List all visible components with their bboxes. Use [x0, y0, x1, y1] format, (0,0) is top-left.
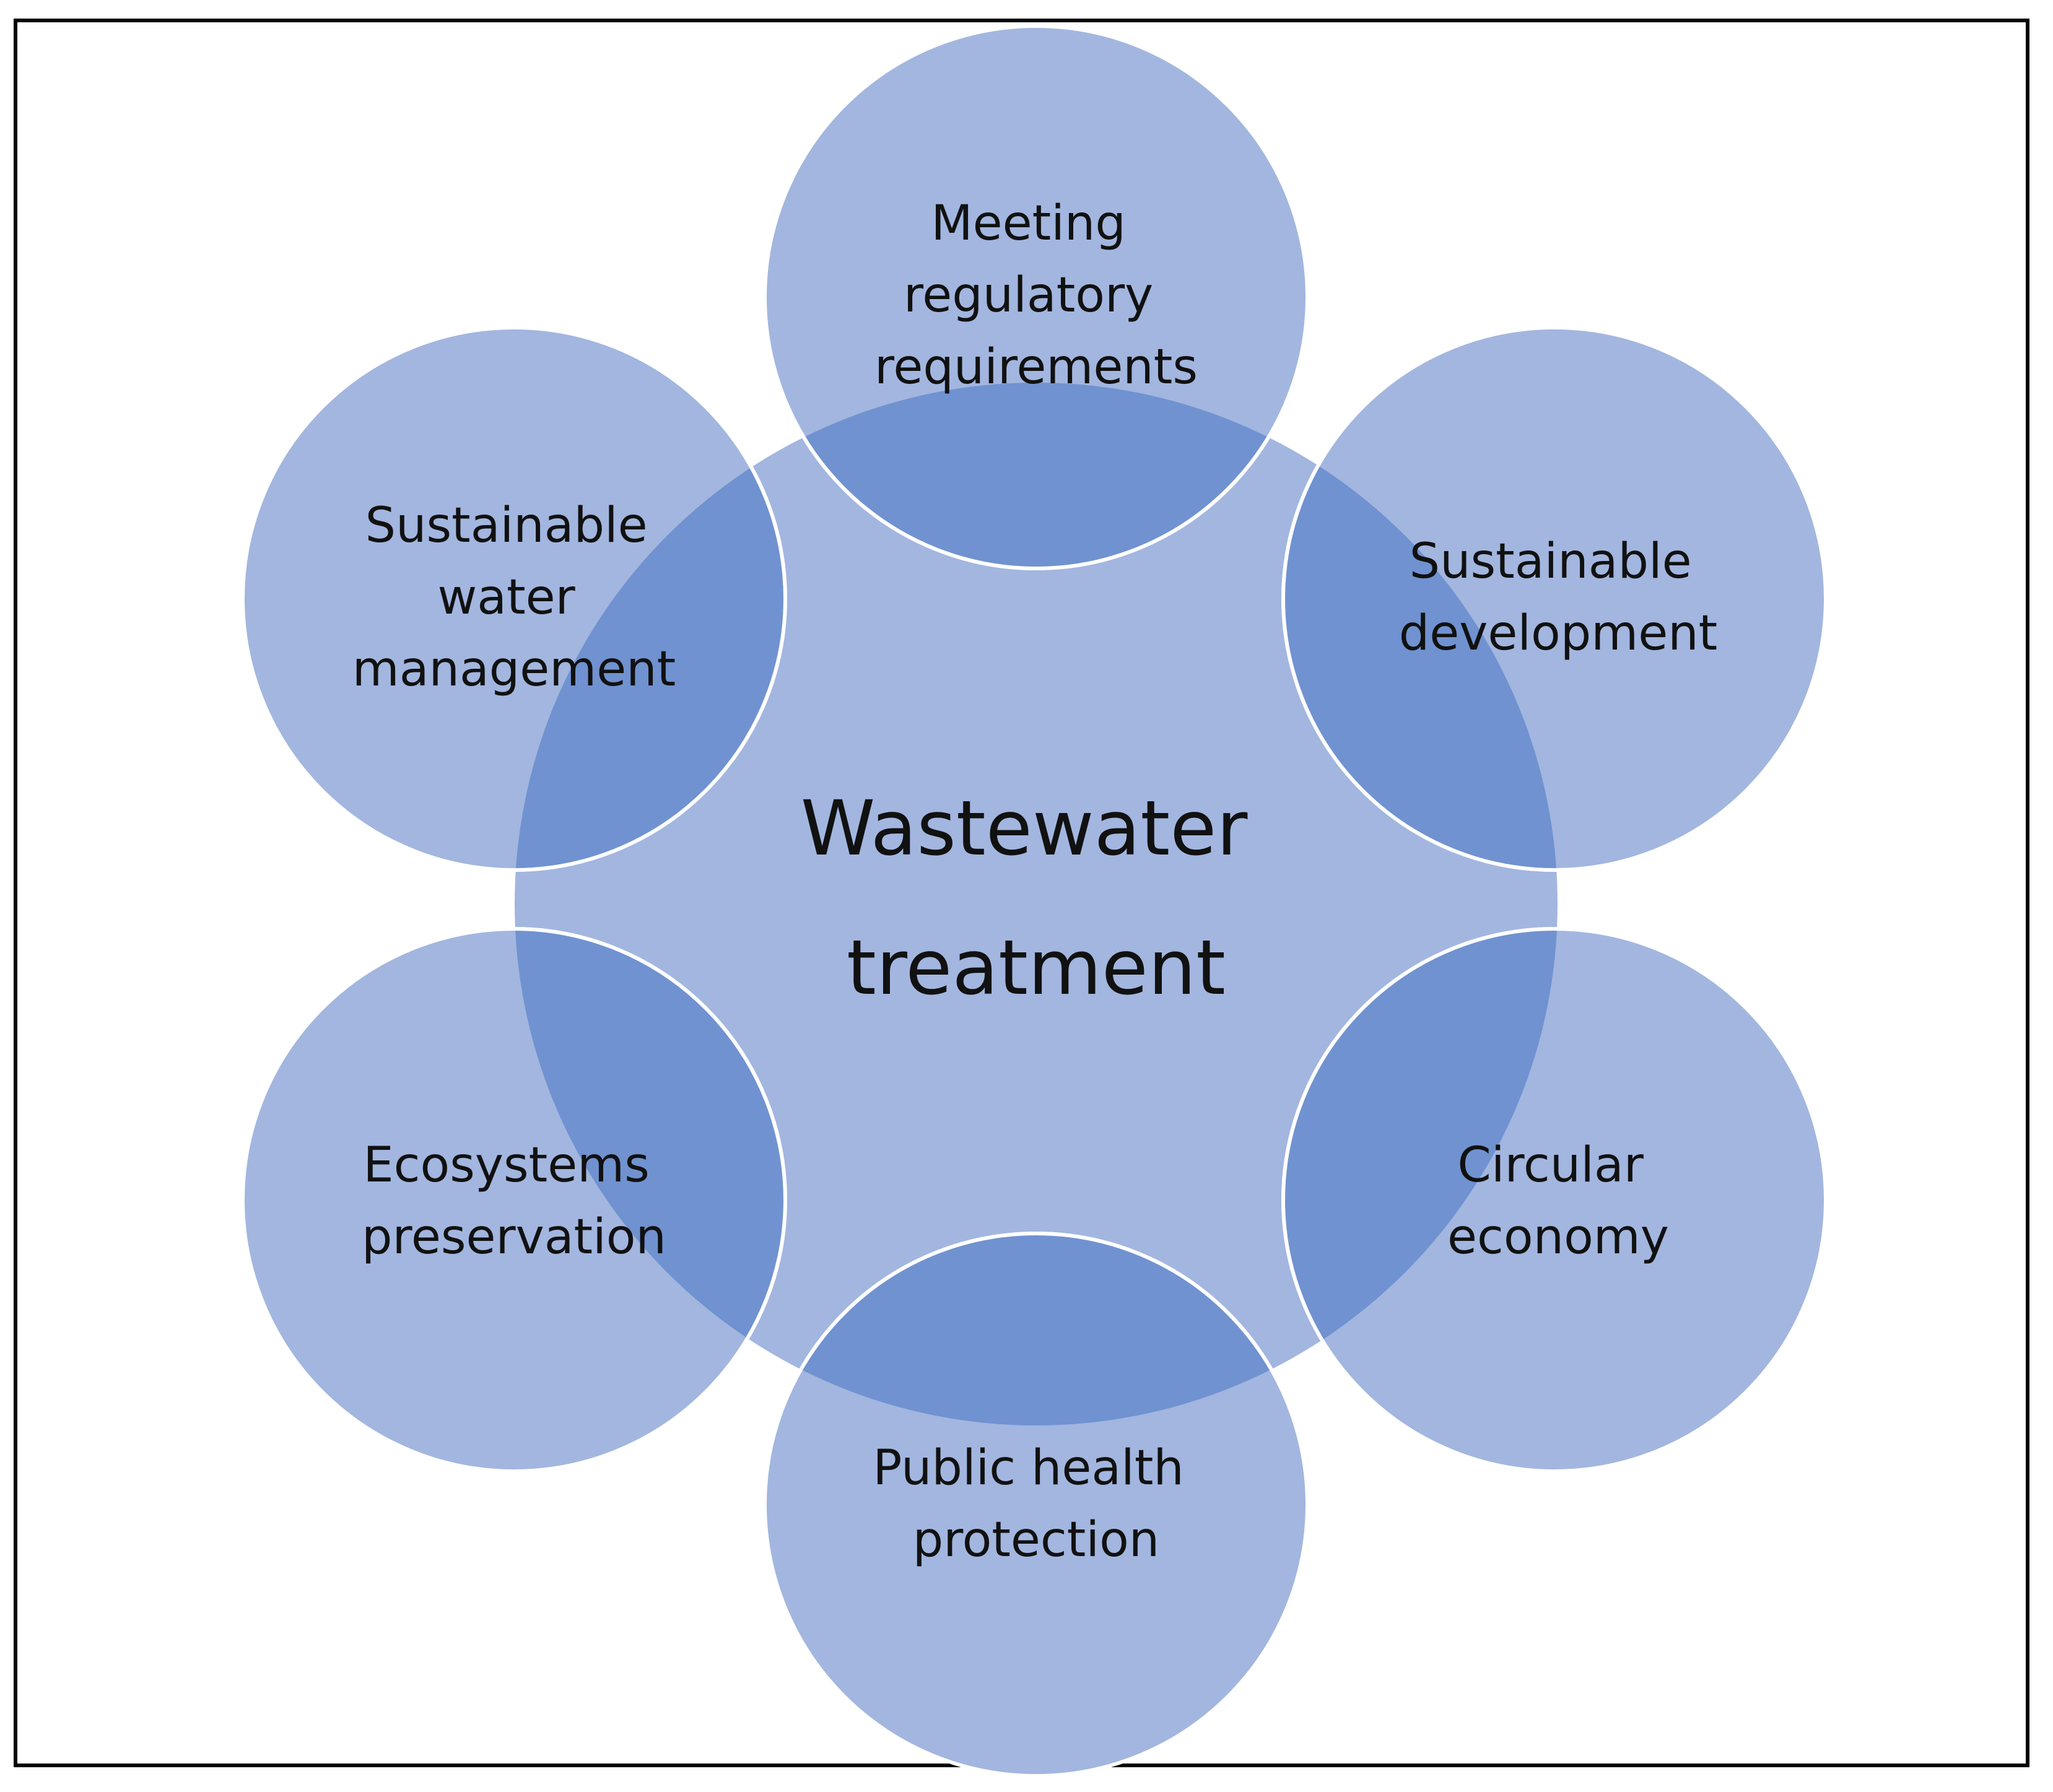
- label-sustainable-water-management: Sustainable water management: [352, 498, 676, 697]
- label-line: protection: [913, 1512, 1159, 1568]
- label-line: management: [352, 642, 676, 697]
- label-line: Public health: [873, 1440, 1184, 1496]
- label-meeting-regulatory-requirements: Meeting regulatory requirements: [874, 196, 1198, 395]
- label-line: Circular: [1457, 1137, 1644, 1193]
- label-ecosystems-preservation: Ecosystems preservation: [362, 1137, 666, 1265]
- label-line: Ecosystems: [363, 1137, 650, 1193]
- label-sustainable-development: Sustainable development: [1399, 534, 1718, 661]
- overlap-top: [763, 383, 1309, 570]
- overlap-bottom: [763, 1232, 1309, 1425]
- label-line: water: [437, 570, 575, 625]
- label-line: preservation: [362, 1209, 666, 1265]
- label-line: Sustainable: [365, 498, 648, 554]
- label-line: development: [1399, 606, 1718, 661]
- center-label-line: Wastewater: [801, 785, 1248, 872]
- label-line: regulatory: [904, 267, 1153, 323]
- center-label: Wastewater treatment: [801, 785, 1271, 1012]
- label-line: Sustainable: [1410, 534, 1692, 589]
- label-circular-economy: Circular economy: [1447, 1137, 1669, 1265]
- center-label-line: treatment: [847, 924, 1226, 1012]
- label-line: requirements: [874, 339, 1198, 395]
- label-line: Meeting: [931, 196, 1125, 251]
- label-line: economy: [1447, 1209, 1669, 1265]
- label-public-health-protection: Public health protection: [873, 1440, 1199, 1568]
